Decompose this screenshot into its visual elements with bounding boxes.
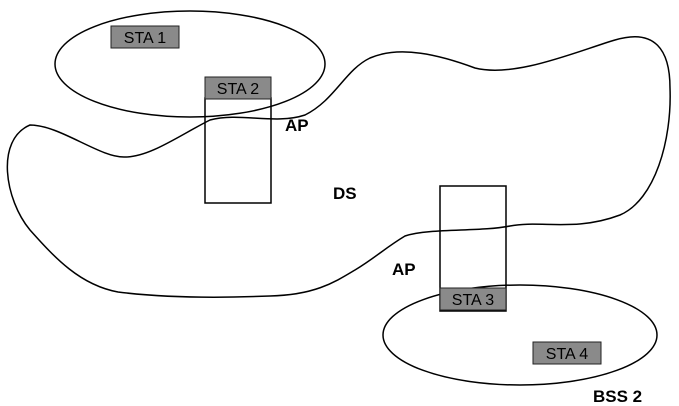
sta2-node: STA 2 [204,76,272,100]
sta1-node: STA 1 [110,25,180,49]
sta2-box [204,76,272,100]
bss2-ellipse [382,284,658,386]
sta4-box [532,341,602,365]
ap-top-label: AP [285,116,309,135]
sta1-label: STA 1 [124,30,166,47]
bss2-label: BSS 2 [593,387,642,406]
sta1-box [110,25,180,49]
sta4-label: STA 4 [546,346,588,363]
sta3-label: STA 3 [452,292,494,309]
sta3-node: STA 3 [439,287,507,311]
ap-bottom-label: AP [392,260,416,279]
sta3-box [439,287,507,311]
sta4-node: STA 4 [532,341,602,365]
sta2-label: STA 2 [217,81,259,98]
ds-cloud [6,35,671,298]
ap2-rectangle [439,185,507,312]
ds-label: DS [333,184,357,203]
bss1-ellipse [54,10,326,118]
